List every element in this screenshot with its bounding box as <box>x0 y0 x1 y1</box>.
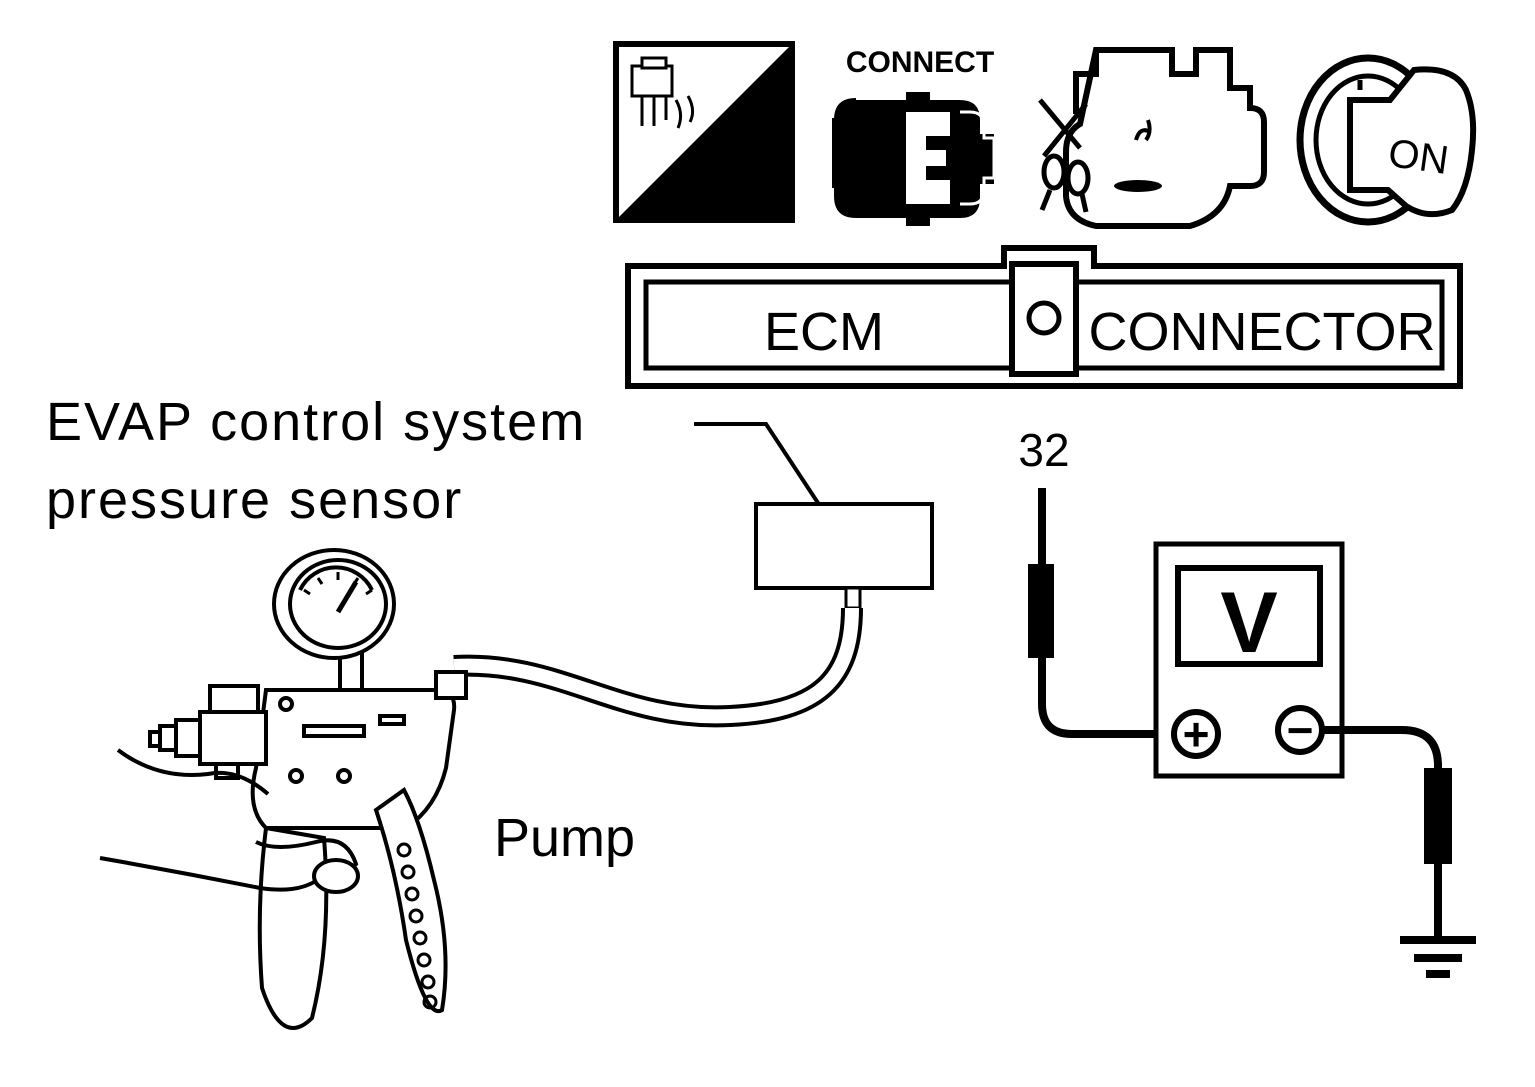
harness-side-icon: H.S. <box>613 41 795 223</box>
positive-probe <box>1028 488 1162 738</box>
pump-label: Pump <box>494 808 635 868</box>
pressure-sensor-box <box>754 502 934 610</box>
negative-probe <box>1322 726 1452 940</box>
sensor-leader-line <box>694 422 822 508</box>
harness-side-label: H.S. <box>699 167 785 216</box>
meter-positive-terminal: + <box>1183 708 1210 760</box>
connect-connector-icon: CONNECT <box>832 46 996 226</box>
ignition-on-label: ON <box>1386 131 1452 183</box>
voltmeter: V + − <box>1153 541 1345 779</box>
hand-pump <box>99 548 468 1030</box>
ecm-label: ECM <box>764 302 884 362</box>
vacuum-hose <box>453 607 863 728</box>
ecm-connector-box: ECM CONNECTOR <box>625 245 1463 389</box>
sensor-label-line1: EVAP control system <box>46 392 586 452</box>
connector-label: CONNECTOR <box>1088 302 1435 362</box>
meter-display-v: V <box>1220 575 1277 671</box>
ground-symbol-icon <box>1400 936 1476 978</box>
terminal-number-label: 32 <box>1018 424 1069 476</box>
meter-negative-terminal: − <box>1287 704 1314 756</box>
disconnect-scissors-icon <box>1038 47 1267 229</box>
sensor-label-line2: pressure sensor <box>46 470 463 530</box>
ignition-key-on-icon: ON <box>1296 54 1477 226</box>
connect-label: CONNECT <box>846 46 994 79</box>
